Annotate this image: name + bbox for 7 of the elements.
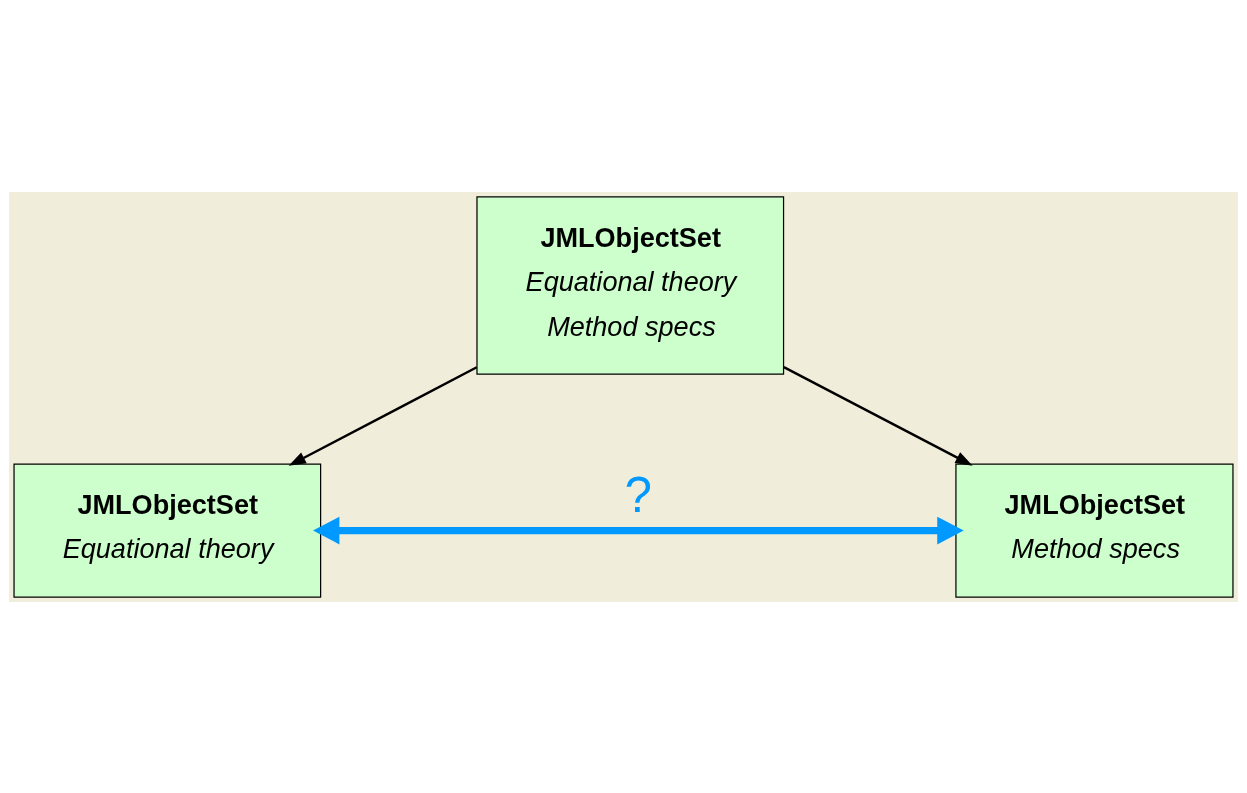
node-box: JMLObjectSet Equational theory <box>13 463 322 598</box>
node-box: JMLObjectSet Method specs <box>955 463 1234 598</box>
arrow <box>783 365 973 466</box>
arrow <box>313 516 964 544</box>
edge-label: ? <box>624 466 652 522</box>
node-box: JMLObjectSet Equational theory Method specs <box>476 195 785 375</box>
arrow <box>288 365 478 466</box>
